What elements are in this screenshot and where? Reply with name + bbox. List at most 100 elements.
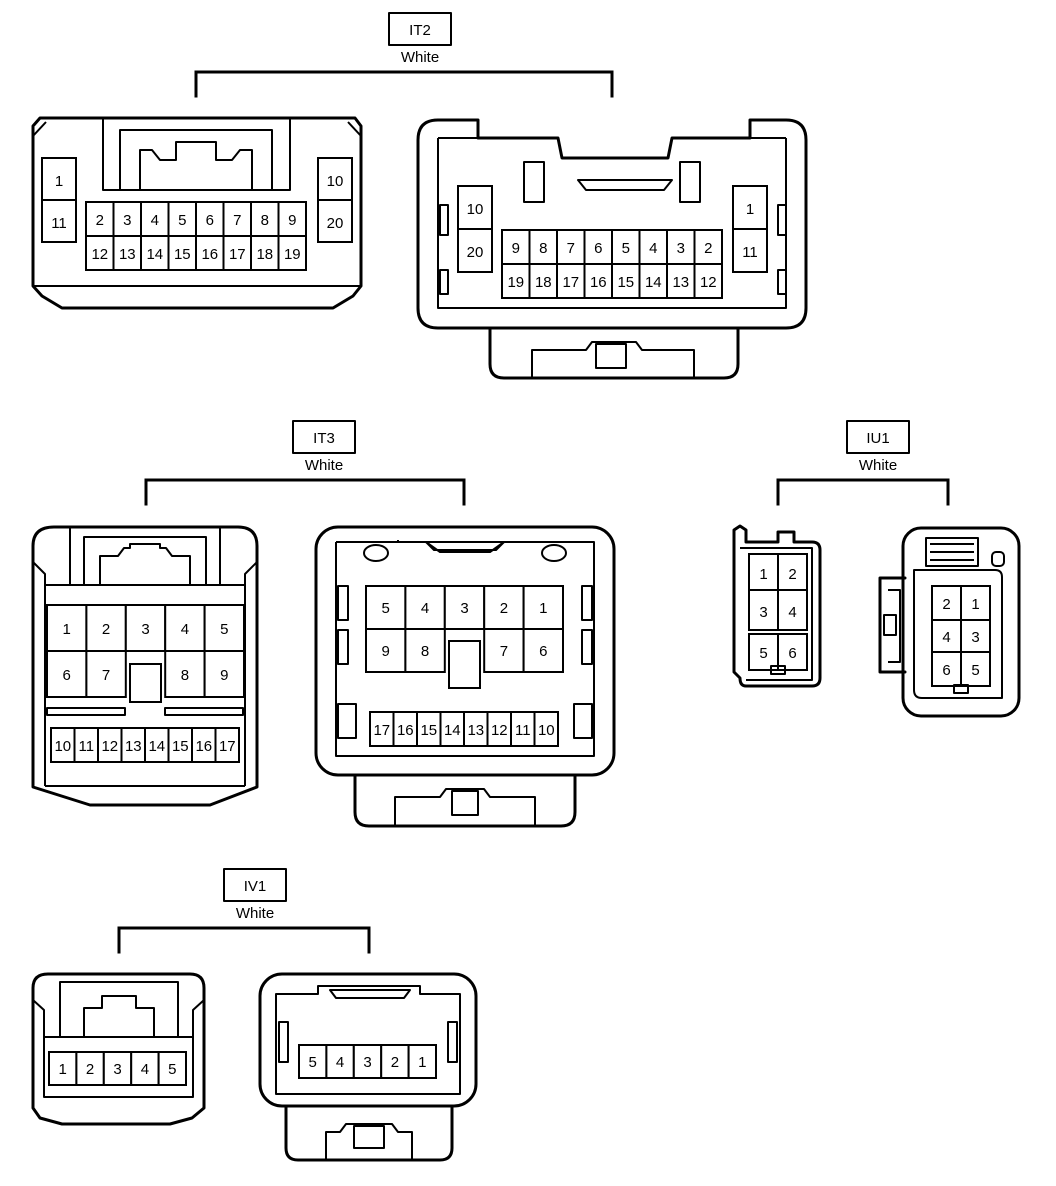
pin-cell xyxy=(483,585,525,630)
pin-cell xyxy=(140,235,170,271)
keying-block xyxy=(129,663,162,703)
pin-cell xyxy=(298,1044,328,1079)
pin-number: 8 xyxy=(421,643,429,660)
housing-line xyxy=(32,121,47,137)
pin-number: 19 xyxy=(284,246,301,263)
pin-cell xyxy=(404,628,446,673)
pin-number: 18 xyxy=(535,274,552,291)
pin-number: 3 xyxy=(971,629,979,646)
side-rib xyxy=(573,703,593,739)
pin-cell xyxy=(48,1051,78,1086)
pin-number: 2 xyxy=(86,1061,94,1078)
connector-view-right: 5 4 3 2 1 xyxy=(258,972,478,1162)
pin-number: 10 xyxy=(327,173,344,190)
pin-number: 4 xyxy=(649,240,657,257)
pin-cell xyxy=(75,1051,105,1086)
connector-housing xyxy=(732,524,822,688)
pin-number: 15 xyxy=(420,722,437,739)
pin-number: 7 xyxy=(567,240,575,257)
pin-number: 11 xyxy=(742,244,758,261)
pin-cell xyxy=(41,199,77,243)
pin-number: 14 xyxy=(148,738,165,755)
pin-number: 5 xyxy=(309,1054,317,1071)
pin-cell xyxy=(317,199,353,243)
pin-number: 4 xyxy=(421,600,429,617)
pin-number: 8 xyxy=(539,240,547,257)
pin-grid: 1 2 3 4 5 6 xyxy=(748,553,808,675)
connector-view-right: 2 1 4 3 6 5 xyxy=(878,526,1021,718)
pin-grid: 1 2 3 4 5 6 7 8 9 xyxy=(46,604,246,763)
inner-wall xyxy=(913,569,1003,699)
pin-cell xyxy=(164,650,206,698)
pin-cell xyxy=(732,228,768,273)
pin-number: 16 xyxy=(201,246,218,263)
pin-number: 16 xyxy=(590,274,607,291)
pin-number: 16 xyxy=(397,722,414,739)
pin-number: 9 xyxy=(512,240,520,257)
pin-number: 12 xyxy=(101,738,118,755)
keying-block xyxy=(448,640,481,689)
pin-number: 4 xyxy=(141,1061,149,1078)
lock-latch xyxy=(353,773,577,828)
connector-housing xyxy=(31,525,259,807)
lock-latch-inner xyxy=(531,341,695,378)
pin-number: 4 xyxy=(151,212,159,229)
pin-cell xyxy=(167,235,197,271)
key-slot xyxy=(991,551,1005,567)
lock-frame xyxy=(925,537,979,567)
pin-cell xyxy=(960,585,991,621)
pin-number: 5 xyxy=(622,240,630,257)
pin-number: 10 xyxy=(538,722,555,739)
lock-latch-inner xyxy=(595,343,627,369)
pin-number: 16 xyxy=(195,738,212,755)
pin-number: 1 xyxy=(59,1061,67,1078)
pin-number: 13 xyxy=(672,274,689,291)
pin-cell xyxy=(638,229,668,265)
lock-latch-inner xyxy=(353,1125,385,1149)
pin-number: 12 xyxy=(491,722,508,739)
pin-cell xyxy=(457,228,493,273)
key-slot xyxy=(329,989,411,999)
pin-cell xyxy=(380,1044,410,1079)
connector-code: IV1 xyxy=(244,878,267,895)
pin-number: 4 xyxy=(788,604,796,621)
side-rib xyxy=(447,1021,458,1063)
connector-label-box xyxy=(388,12,452,46)
lock-frame xyxy=(83,536,207,585)
pin-cell xyxy=(277,235,307,271)
pin-number: 12 xyxy=(700,274,717,291)
connector-bracket xyxy=(117,926,371,954)
pin-cell xyxy=(583,263,613,299)
connector-code: IT3 xyxy=(313,430,335,447)
connector-view-left: 1 2 3 4 5 6 xyxy=(732,524,822,688)
pin-number: 7 xyxy=(102,667,110,684)
connector-code: IT2 xyxy=(409,22,431,39)
connector-iv1: IV1 White 1 2 3 4 5 xyxy=(31,868,478,1162)
pin-number: 15 xyxy=(172,738,189,755)
pin-cell xyxy=(666,263,696,299)
pin-number: 11 xyxy=(51,215,67,232)
pin-number: 6 xyxy=(206,212,214,229)
pin-grid: 2 1 4 3 6 5 xyxy=(931,585,991,694)
connector-view-left: 1 2 3 4 5 xyxy=(31,972,206,1126)
pin-cell xyxy=(85,650,127,698)
connector-color: White xyxy=(401,49,439,66)
pin-number: 5 xyxy=(382,600,390,617)
pin-number: 2 xyxy=(391,1054,399,1071)
connector-color: White xyxy=(859,457,897,474)
pin-number: 2 xyxy=(96,212,104,229)
connector-view-right: 5 4 3 2 1 9 8 7 6 17 xyxy=(314,525,616,828)
housing-line xyxy=(347,121,362,137)
pin-number: 17 xyxy=(562,274,579,291)
pin-number: 4 xyxy=(181,621,189,638)
pin-number: 3 xyxy=(759,604,767,621)
pin-number: 5 xyxy=(220,621,228,638)
pin-number: 6 xyxy=(539,643,547,660)
lock-latch xyxy=(284,1104,454,1162)
inner-wall xyxy=(398,541,532,553)
pin-number: 2 xyxy=(942,596,950,613)
pin-number: 17 xyxy=(229,246,246,263)
pin-number: 3 xyxy=(460,600,468,617)
pin-cell xyxy=(214,727,240,763)
